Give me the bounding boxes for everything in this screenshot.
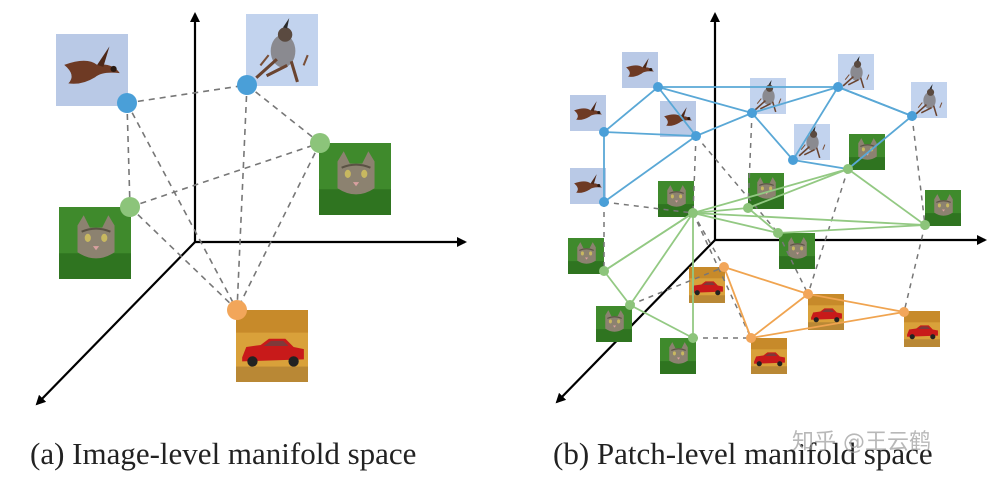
bird-image bbox=[246, 14, 318, 86]
bird-image bbox=[911, 82, 947, 118]
y-axis-a bbox=[35, 241, 196, 406]
bird-image bbox=[660, 101, 696, 137]
bird-node bbox=[653, 82, 663, 92]
cat-node bbox=[625, 300, 635, 310]
cat-image bbox=[596, 306, 632, 342]
bird-node bbox=[599, 127, 609, 137]
dashed-edges-a bbox=[126, 84, 321, 311]
cat-node bbox=[688, 333, 698, 343]
cat-image bbox=[319, 143, 391, 215]
bird-node bbox=[788, 155, 798, 165]
bird-image bbox=[622, 52, 658, 88]
cat-node bbox=[120, 197, 140, 217]
y-axis-b bbox=[555, 239, 716, 404]
car-node bbox=[746, 333, 756, 343]
car-node bbox=[227, 300, 247, 320]
caption-b: (b) Patch-level manifold space bbox=[553, 436, 933, 471]
cat-node bbox=[920, 220, 930, 230]
cat-node bbox=[688, 208, 698, 218]
bird-node bbox=[833, 82, 843, 92]
bird-node bbox=[691, 131, 701, 141]
cat-image bbox=[925, 190, 961, 226]
car-image bbox=[904, 311, 940, 347]
cat-image bbox=[59, 207, 131, 279]
panel-a bbox=[35, 12, 467, 406]
bird-node bbox=[237, 75, 257, 95]
bird-image bbox=[838, 54, 874, 90]
car-node bbox=[803, 289, 813, 299]
bird-image bbox=[570, 95, 606, 131]
cat-image bbox=[748, 173, 784, 209]
caption-a: (a) Image-level manifold space bbox=[30, 436, 417, 471]
cat-image bbox=[779, 233, 815, 269]
watermark: 知乎 @王云鹤 bbox=[792, 430, 931, 455]
nodes-b bbox=[599, 82, 930, 343]
bird-graph bbox=[603, 85, 914, 203]
cat-image bbox=[660, 338, 696, 374]
car-image bbox=[236, 310, 308, 382]
bird-node bbox=[907, 111, 917, 121]
patches-b bbox=[568, 52, 961, 374]
cat-node bbox=[743, 203, 753, 213]
bird-node bbox=[747, 108, 757, 118]
dashed-edges-b bbox=[603, 112, 926, 339]
car-node bbox=[899, 307, 909, 317]
car-node bbox=[719, 262, 729, 272]
cat-node bbox=[773, 228, 783, 238]
axes-b bbox=[555, 12, 987, 404]
bird-node bbox=[117, 93, 137, 113]
car-graph bbox=[723, 266, 905, 339]
car-image bbox=[689, 267, 725, 303]
cat-node bbox=[843, 164, 853, 174]
cat-node bbox=[599, 266, 609, 276]
bird-image bbox=[56, 34, 128, 106]
cat-node bbox=[310, 133, 330, 153]
bird-node bbox=[599, 197, 609, 207]
car-image bbox=[751, 338, 787, 374]
cat-image bbox=[568, 238, 604, 274]
panel-b bbox=[555, 12, 987, 404]
cat-graph bbox=[603, 168, 926, 339]
